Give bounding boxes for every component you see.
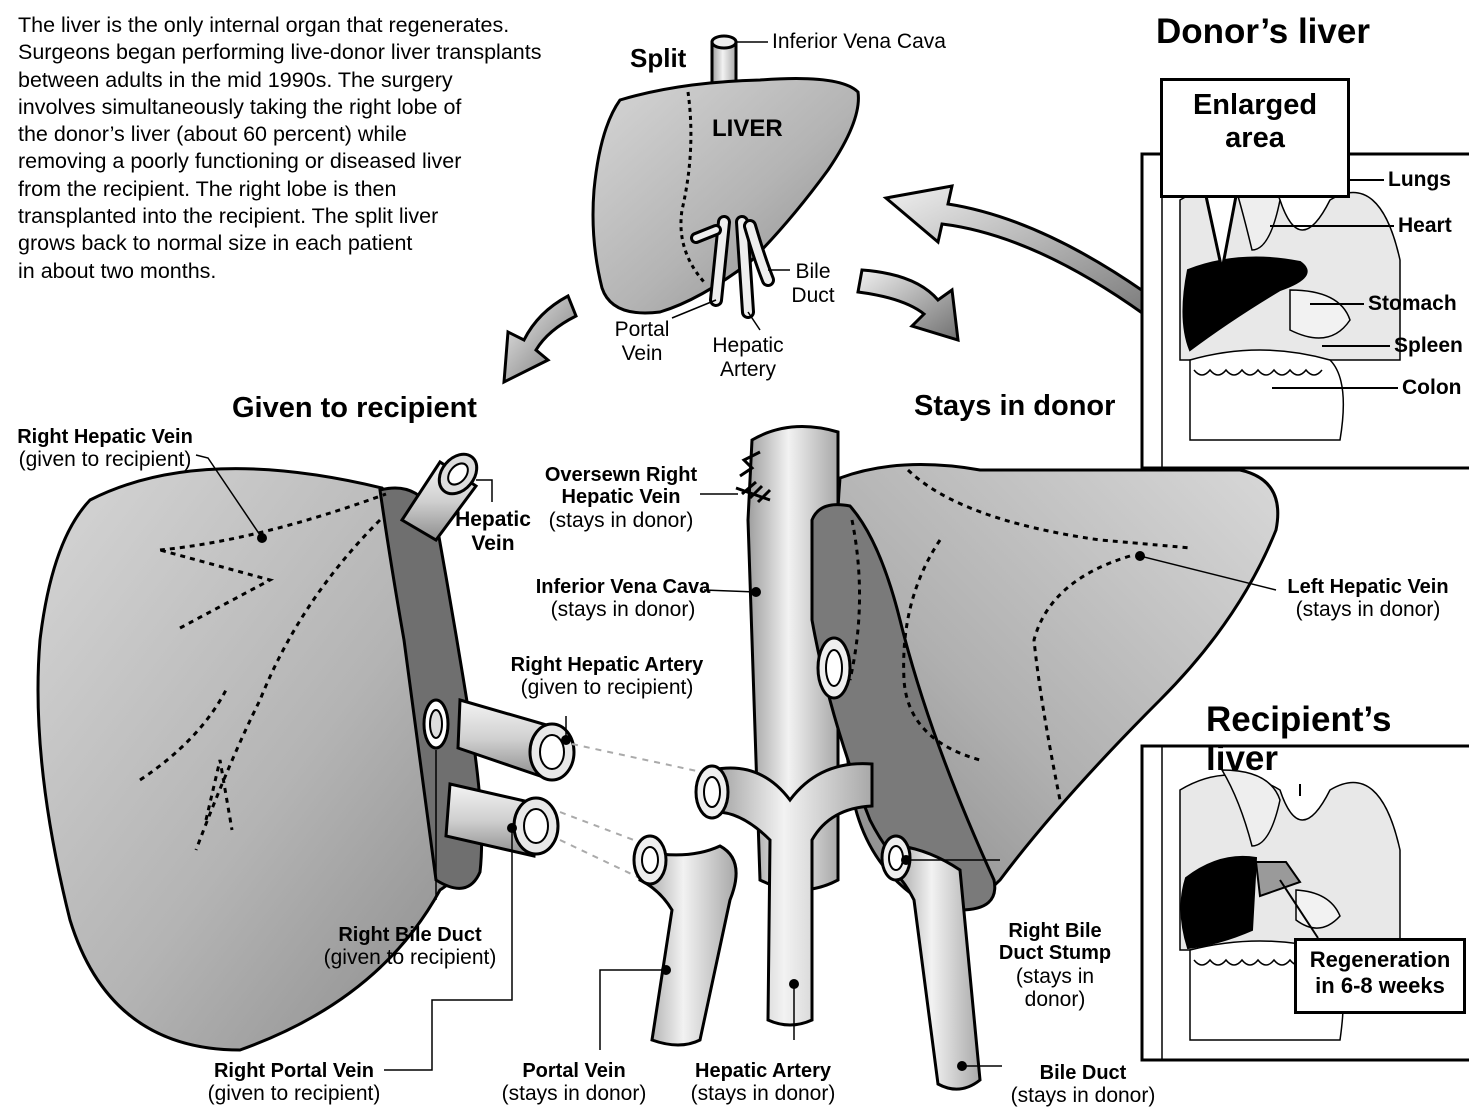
label-name: Right Portal Vein [196, 1060, 392, 1082]
organ-label-stomach: Stomach [1368, 292, 1457, 316]
label-inferior-vena-cava: Inferior Vena Cava (stays in donor) [524, 576, 722, 622]
regeneration-line: Regeneration [1297, 947, 1463, 973]
label-name: Portal Vein [494, 1060, 654, 1082]
label-note: (given to recipient) [494, 676, 720, 700]
intro-line: involves simultaneously taking the right… [18, 94, 603, 121]
label-name: Right Hepatic Artery [494, 654, 720, 676]
intro-line: in about two months. [18, 258, 603, 285]
intro-line: the donor’s liver (about 60 percent) whi… [18, 121, 603, 148]
label-name: Left Hepatic Vein [1274, 576, 1462, 598]
split-label: Split [630, 44, 686, 73]
small-hepatic-artery-label: Hepatic Artery [710, 334, 786, 381]
label-note: (stays in donor) [1000, 1084, 1166, 1108]
label-right-bile-duct-stump: Right Bile Duct Stump (stays in donor) [990, 920, 1120, 1012]
organ-label-heart: Heart [1398, 214, 1452, 238]
arrow-to-given [504, 296, 576, 382]
arrow-to-stays [858, 270, 958, 340]
small-portal-vein-line: Portal [606, 318, 678, 342]
label-note: (given to recipient) [318, 946, 502, 970]
label-right-portal-vein: Right Portal Vein (given to recipient) [196, 1060, 392, 1106]
label-line: Hepatic [446, 508, 540, 532]
label-note: (stays in [990, 965, 1120, 989]
intro-paragraph: The liver is the only internal organ tha… [18, 12, 603, 285]
label-hepatic-artery: Hepatic Artery (stays in donor) [680, 1060, 846, 1106]
label-portal-vein: Portal Vein (stays in donor) [494, 1060, 654, 1106]
intro-line: grows back to normal size in each patien… [18, 230, 603, 257]
label-right-hepatic-artery: Right Hepatic Artery (given to recipient… [494, 654, 720, 700]
label-note: (given to recipient) [0, 448, 210, 472]
intro-line: Surgeons began performing live-donor liv… [18, 39, 603, 66]
regeneration-line: in 6-8 weeks [1297, 973, 1463, 999]
label-hepatic-vein: Hepatic Vein [446, 508, 540, 555]
label-note: (stays in donor) [524, 598, 722, 622]
label-name: Oversewn Right [530, 464, 712, 486]
label-note: donor) [990, 988, 1120, 1012]
intro-line: removing a poorly functioning or disease… [18, 148, 603, 175]
label-name: Hepatic Vein [530, 486, 712, 508]
label-note: (stays in donor) [494, 1082, 654, 1106]
label-note: (stays in donor) [530, 509, 712, 533]
intro-line: transplanted into the recipient. The spl… [18, 203, 603, 230]
label-line: Vein [446, 532, 540, 556]
intro-line: between adults in the mid 1990s. The sur… [18, 67, 603, 94]
small-liver-title: LIVER [712, 116, 783, 143]
small-hepatic-artery-line: Hepatic [710, 334, 786, 358]
organ-label-colon: Colon [1402, 376, 1461, 400]
label-left-hepatic-vein: Left Hepatic Vein (stays in donor) [1274, 576, 1462, 622]
stays-in-donor-heading: Stays in donor [914, 390, 1115, 422]
label-note: (stays in donor) [1274, 598, 1462, 622]
enlarged-area-callout: Enlarged area [1160, 78, 1350, 198]
label-name: Right Hepatic Vein [0, 426, 210, 448]
small-bile-duct-line: Bile [788, 260, 838, 284]
label-name: Right Bile Duct [318, 924, 502, 946]
donors-liver-heading: Donor’s liver [1156, 12, 1370, 51]
small-bile-duct-label: Bile Duct [788, 260, 838, 307]
label-name: Inferior Vena Cava [524, 576, 722, 598]
regeneration-callout: Regeneration in 6-8 weeks [1294, 938, 1466, 1014]
intro-line: The liver is the only internal organ tha… [18, 12, 603, 39]
small-portal-vein-label: Portal Vein [606, 318, 678, 365]
label-bile-duct: Bile Duct (stays in donor) [1000, 1062, 1166, 1108]
label-note: (stays in donor) [680, 1082, 846, 1106]
recipients-liver-heading: Recipient’s liver [1206, 700, 1469, 778]
organ-label-lungs: Lungs [1388, 168, 1451, 192]
enlarged-area-line: Enlarged [1163, 89, 1347, 122]
label-right-bile-duct: Right Bile Duct (given to recipient) [318, 924, 502, 970]
label-oversewn-right-hepatic-vein: Oversewn Right Hepatic Vein (stays in do… [530, 464, 712, 532]
label-note: (given to recipient) [196, 1082, 392, 1106]
label-right-hepatic-vein: Right Hepatic Vein (given to recipient) [0, 426, 210, 472]
label-name: Right Bile [990, 920, 1120, 942]
organ-label-spleen: Spleen [1394, 334, 1463, 358]
enlarged-area-line: area [1163, 122, 1347, 155]
intro-line: from the recipient. The right lobe is th… [18, 176, 603, 203]
small-portal-vein-line: Vein [606, 342, 678, 366]
label-name: Bile Duct [1000, 1062, 1166, 1084]
label-name: Duct Stump [990, 942, 1120, 964]
small-hepatic-artery-line: Artery [710, 358, 786, 382]
small-ivc-label: Inferior Vena Cava [772, 30, 946, 54]
small-bile-duct-line: Duct [788, 284, 838, 308]
given-to-recipient-heading: Given to recipient [232, 392, 477, 424]
label-name: Hepatic Artery [680, 1060, 846, 1082]
